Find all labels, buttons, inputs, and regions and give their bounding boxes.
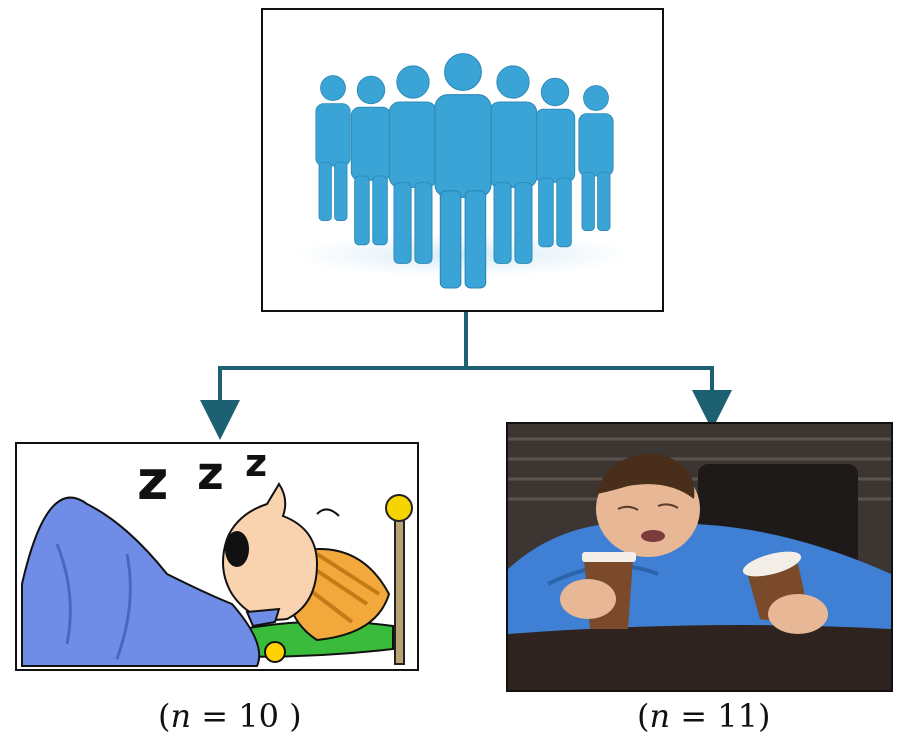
sleeping-cartoon-icon: z z z [21, 444, 413, 667]
svg-text:z: z [197, 446, 224, 500]
sleep-group-image: z z z [15, 442, 419, 671]
people-group-icon [293, 53, 633, 289]
population-image [261, 8, 664, 312]
svg-text:z: z [245, 444, 267, 485]
svg-text:z: z [137, 449, 168, 512]
sleep-group-caption: (n = 10 ) [158, 697, 302, 735]
coffee-group-image [506, 422, 893, 692]
tired-man-photo-icon [508, 424, 891, 690]
coffee-group-caption: (n = 11) [637, 697, 771, 735]
